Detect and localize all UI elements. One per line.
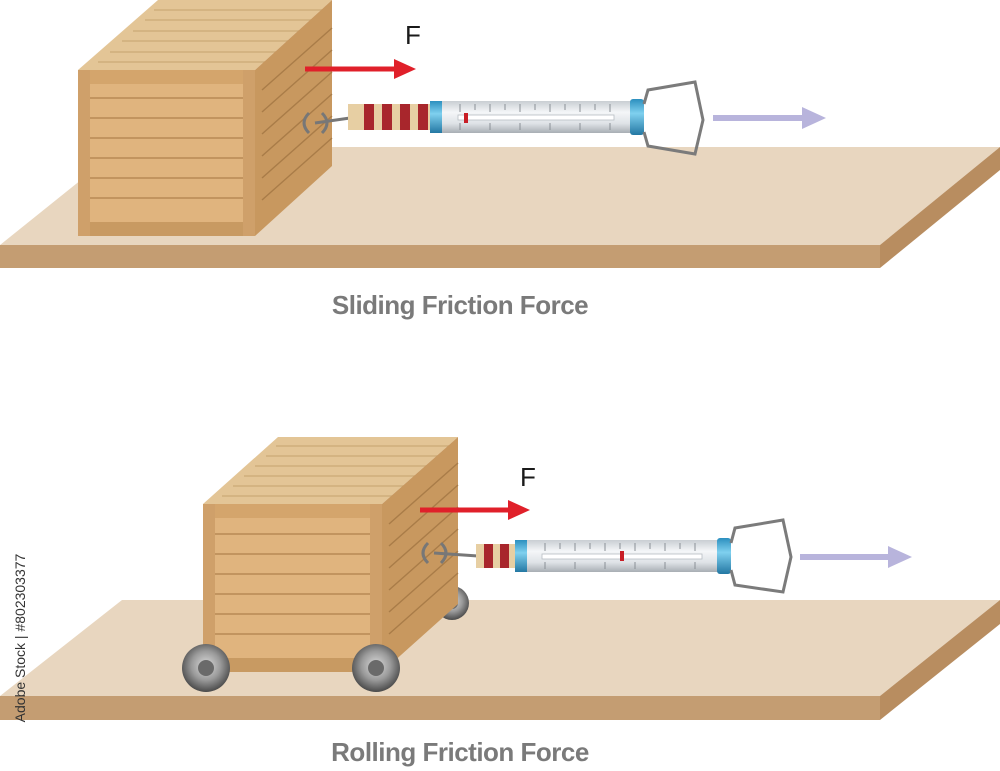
scale-hook bbox=[302, 111, 351, 135]
force-label-rolling: F bbox=[520, 462, 536, 492]
scale-cap-left bbox=[515, 540, 527, 572]
floor-front-edge bbox=[0, 245, 880, 268]
scale-handle bbox=[642, 80, 705, 156]
scale-handle bbox=[729, 518, 793, 594]
floor-top-surface bbox=[0, 600, 1000, 696]
caption-rolling-friction: Rolling Friction Force bbox=[331, 737, 589, 767]
scale-cap-right bbox=[717, 538, 731, 574]
spring-scale bbox=[421, 518, 793, 594]
scale-rod bbox=[476, 544, 518, 568]
stock-watermark-id: Adobe Stock | #802303377 bbox=[12, 553, 28, 723]
scale-indicator bbox=[620, 551, 624, 561]
motion-arrow bbox=[713, 107, 826, 129]
scale-cap-right bbox=[630, 99, 644, 135]
wheel-front-left bbox=[182, 644, 230, 692]
crate-front bbox=[203, 504, 382, 672]
crate bbox=[203, 437, 459, 672]
scale-indicator bbox=[464, 113, 468, 123]
floor-side-edge bbox=[880, 147, 1000, 268]
scale-hook bbox=[421, 541, 479, 565]
force-arrow bbox=[420, 500, 530, 520]
floor-side-edge bbox=[880, 600, 1000, 720]
crate-side bbox=[255, 0, 332, 236]
crate bbox=[78, 0, 333, 236]
force-label-sliding: F bbox=[405, 20, 421, 50]
spring-scale bbox=[302, 80, 705, 156]
wheel-front-right bbox=[352, 644, 400, 692]
sliding-scene bbox=[0, 0, 1000, 268]
crate-side bbox=[382, 437, 458, 672]
force-arrow bbox=[305, 59, 416, 79]
crate-top bbox=[203, 437, 458, 504]
floor-front-edge bbox=[0, 696, 880, 720]
caption-sliding-friction: Sliding Friction Force bbox=[331, 290, 589, 320]
rolling-scene bbox=[0, 437, 1000, 720]
motion-arrow bbox=[800, 546, 912, 568]
crate-front bbox=[78, 70, 255, 236]
scale-cap-left bbox=[430, 101, 442, 133]
